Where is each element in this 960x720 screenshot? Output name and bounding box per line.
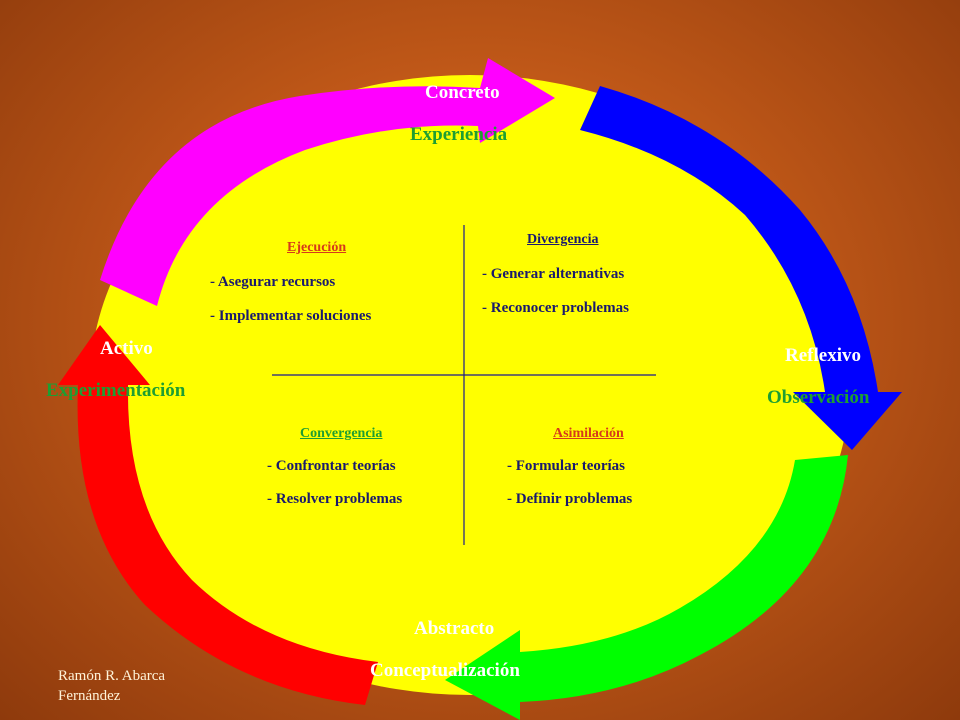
author-footer: Ramón R. Abarca Fernández <box>58 666 165 706</box>
reflexivo-arrow <box>580 86 902 450</box>
pole-right-sub: Observación <box>767 387 870 408</box>
quadrant-bottom-left-item: - Confrontar teorías <box>267 458 396 474</box>
author-line-1: Ramón R. Abarca <box>58 668 166 684</box>
quadrant-bottom-left-item: - Resolver problemas <box>267 491 403 507</box>
quadrant-top-right-title: Divergencia <box>527 232 599 247</box>
quadrant-top-left-item: - Asegurar recursos <box>210 274 336 290</box>
quadrant-top-right-item: - Reconocer problemas <box>482 300 629 316</box>
quadrant-bottom-right-item: - Definir problemas <box>507 491 633 507</box>
activo-arrow <box>58 325 378 705</box>
concreto-arrow <box>100 58 555 306</box>
quadrant-bottom-right-title: Asimilación <box>553 426 624 441</box>
quadrant-top-left-item: - Implementar soluciones <box>210 308 372 324</box>
pole-top-sub: Experiencia <box>410 124 508 145</box>
quadrant-bottom-left-title: Convergencia <box>300 426 383 441</box>
quadrant-top-left-title: Ejecución <box>287 240 347 255</box>
pole-right-main: Reflexivo <box>785 345 861 366</box>
pole-top-main: Concreto <box>425 82 500 103</box>
quadrant-bottom-right-item: - Formular teorías <box>507 458 626 474</box>
pole-bottom-sub: Conceptualización <box>370 660 520 681</box>
quadrant-top-right-item: - Generar alternativas <box>482 266 625 282</box>
pole-left-sub: Experimentación <box>46 380 186 401</box>
author-line-2: Fernández <box>58 688 121 704</box>
cycle-ellipse <box>90 75 850 695</box>
pole-bottom-main: Abstracto <box>414 618 495 639</box>
pole-left-main: Activo <box>100 338 153 359</box>
abstracto-arrow <box>445 455 848 720</box>
